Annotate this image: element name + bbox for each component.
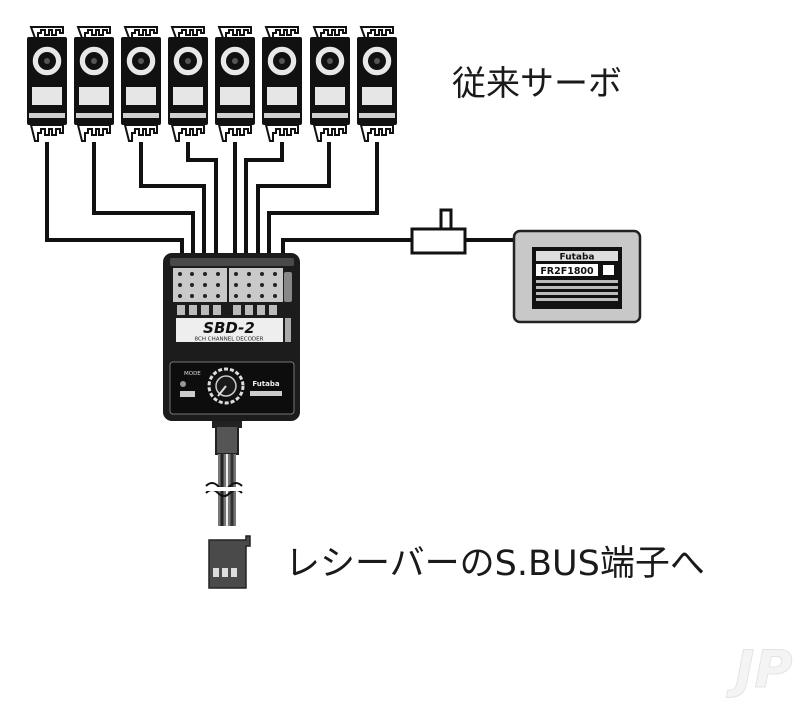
servo-wires	[45, 142, 515, 256]
servo-8	[356, 26, 398, 142]
servo-row	[26, 26, 398, 142]
wire-servo-8	[267, 142, 379, 256]
lead-filter	[410, 208, 467, 255]
pin-grid	[178, 272, 277, 298]
servo-1	[26, 26, 68, 142]
servo-6	[261, 26, 303, 142]
channel-buttons	[177, 305, 277, 315]
dial-label: MODE	[184, 371, 201, 377]
receiver-model: FR2F1800	[540, 266, 594, 277]
servo-7	[309, 26, 351, 142]
wire-servo-7	[256, 142, 331, 256]
receiver: Futaba FR2F1800	[512, 229, 642, 324]
servo-2	[73, 26, 115, 142]
decoder-brand: Futaba	[252, 380, 279, 388]
decoder-subtitle: 8CH CHANNEL DECODER	[195, 337, 264, 343]
wire-servo-3	[139, 142, 206, 256]
sbus-lead	[205, 421, 251, 589]
wire-servo-1	[45, 142, 184, 256]
wire-receiver	[281, 238, 412, 256]
to-receiver-sbus-label: レシーバーのS.BUS端子へ	[285, 544, 705, 584]
servo-3	[120, 26, 162, 142]
sbus-connector	[208, 535, 251, 589]
wire-servo-4	[186, 142, 218, 256]
watermark-logo: JP	[734, 640, 793, 701]
receiver-brand: Futaba	[560, 253, 595, 263]
wire-servo-2	[92, 142, 195, 256]
wire-servo-6	[244, 142, 284, 256]
servo-4	[167, 26, 209, 142]
servo-5	[214, 26, 256, 142]
sbus-decoder: SBD-2 8CH CHANNEL DECODER MODE Futaba	[163, 253, 300, 421]
decoder-model: SBD-2	[203, 319, 255, 337]
conventional-servos-label: 従来サーボ	[452, 64, 622, 104]
